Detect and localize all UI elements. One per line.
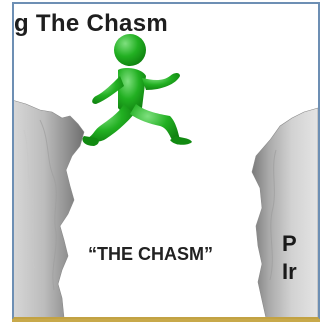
slide-title: g The Chasm	[14, 10, 168, 38]
right-text-line-1: P	[282, 230, 297, 258]
chasm-label: “THE CHASM”	[88, 244, 213, 265]
slide-frame	[12, 2, 320, 320]
right-cropped-text: P Ir	[282, 230, 297, 286]
left-margin-strip	[0, 0, 12, 327]
right-text-line-2: Ir	[282, 258, 297, 286]
accent-underline	[12, 319, 320, 322]
